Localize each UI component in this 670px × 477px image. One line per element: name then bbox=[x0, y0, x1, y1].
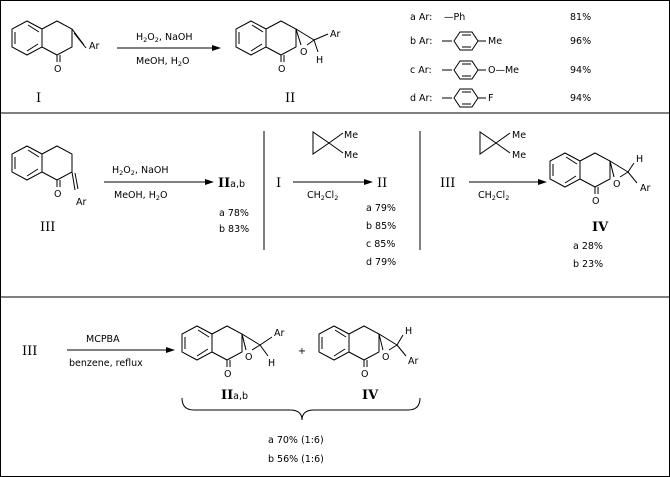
aryl-table: a Ar: —Ph 81% b Ar: Me 96% c Ar: O—Me 94… bbox=[410, 12, 591, 108]
aryl-yield: 94% bbox=[570, 93, 591, 104]
reagent-top: MCPBA bbox=[86, 334, 120, 345]
compound-label-IIab: IIa,b bbox=[221, 388, 248, 403]
yield-a: a 78% bbox=[219, 208, 249, 219]
yield-a: a 70% (1:6) bbox=[268, 435, 324, 446]
aryl-label: Ar bbox=[89, 41, 99, 52]
aryl-label: Ar bbox=[274, 328, 284, 339]
yield-a: a 79% bbox=[366, 203, 396, 214]
aryl-label: Ar bbox=[330, 29, 340, 40]
aryl-key: c Ar: bbox=[410, 65, 432, 76]
reaction-1: O Ar I H2O2, NaOH MeOH, H2O O O Ar H II bbox=[11, 20, 340, 106]
ketone-oxygen: O bbox=[54, 189, 61, 200]
arrow-head bbox=[364, 179, 373, 185]
molecule-I: O Ar I bbox=[11, 20, 99, 106]
reagent-top: H2O2, NaOH bbox=[136, 32, 193, 44]
compound-label-IV: IV bbox=[362, 388, 379, 403]
aryl-label: Ar bbox=[640, 183, 650, 194]
hydrogen-label: H bbox=[636, 154, 643, 165]
reaction-2: O Ar III H2O2, NaOH MeOH, H2O IIa,b a 78… bbox=[11, 145, 249, 235]
compound-label-III: III bbox=[440, 176, 455, 191]
epoxide-oxygen: O bbox=[245, 352, 252, 363]
molecule-II: O O Ar H II bbox=[235, 20, 340, 106]
aryl-label: Ar bbox=[408, 356, 418, 367]
epoxide-oxygen: O bbox=[613, 179, 620, 190]
arrow-head bbox=[205, 179, 214, 185]
epoxide-oxygen: O bbox=[300, 47, 307, 58]
molecule-IV: O O H Ar IV bbox=[549, 152, 650, 235]
reaction-5: III MCPBA benzene, reflux O O Ar H IIa,b… bbox=[22, 325, 421, 465]
reagent-bottom: benzene, reflux bbox=[69, 358, 143, 369]
plus-sign: + bbox=[298, 346, 306, 357]
ketone-oxygen: O bbox=[592, 196, 599, 207]
aryl-row-c: c Ar: O—Me 94% bbox=[410, 60, 591, 80]
yield-d: d 79% bbox=[366, 257, 396, 268]
ketone-oxygen: O bbox=[54, 64, 61, 75]
epoxide-oxygen: O bbox=[382, 352, 389, 363]
compound-label-I: I bbox=[36, 91, 41, 106]
aryl-yield: 96% bbox=[570, 36, 591, 47]
ketone-oxygen: O bbox=[361, 369, 368, 380]
aryl-row-b: b Ar: Me 96% bbox=[410, 31, 591, 51]
ring-substituent: F bbox=[488, 93, 493, 104]
aryl-key: a Ar: bbox=[410, 12, 432, 23]
reagent-top: H2O2, NaOH bbox=[112, 165, 169, 177]
yield-a: a 28% bbox=[573, 241, 603, 252]
arrow-head bbox=[166, 347, 175, 353]
ring-substituent: Me bbox=[488, 36, 502, 47]
solvent: CH2Cl2 bbox=[307, 190, 338, 202]
yield-b: b 83% bbox=[219, 224, 249, 235]
methyl-label: Me bbox=[344, 150, 358, 161]
aryl-row-a: a Ar: —Ph 81% bbox=[410, 12, 591, 23]
hydrogen-label: H bbox=[316, 55, 323, 66]
compound-label-III: III bbox=[22, 344, 37, 359]
methyl-label: Me bbox=[512, 130, 526, 141]
aryl-row-d: d Ar: F 94% bbox=[410, 88, 591, 108]
aryl-key: d Ar: bbox=[410, 93, 433, 104]
aryl-group: —Ph bbox=[444, 12, 465, 23]
reagent-bottom: MeOH, H2O bbox=[136, 56, 189, 68]
yield-b: b 56% (1:6) bbox=[268, 454, 324, 465]
hydrogen-label: H bbox=[268, 358, 275, 369]
molecule-IV: O O H Ar IV bbox=[318, 325, 418, 403]
yield-b: b 85% bbox=[366, 221, 396, 232]
ketone-oxygen: O bbox=[278, 64, 285, 75]
methyl-label: Me bbox=[344, 130, 358, 141]
product-label: IIa,b bbox=[218, 176, 245, 191]
aryl-label: Ar bbox=[76, 197, 86, 208]
compound-label-IV: IV bbox=[592, 220, 609, 235]
compound-label-I: I bbox=[276, 176, 281, 191]
reaction-3: I Me Me CH2Cl2 II a 79% b 85% c 85% d 79… bbox=[276, 130, 396, 268]
methyl-label: Me bbox=[512, 150, 526, 161]
solvent: CH2Cl2 bbox=[478, 190, 509, 202]
aryl-key: b Ar: bbox=[410, 36, 433, 47]
yield-b: b 23% bbox=[573, 259, 603, 270]
product-label: II bbox=[377, 176, 387, 191]
yield-c: c 85% bbox=[366, 239, 395, 250]
brace bbox=[181, 397, 421, 421]
molecule-IIab: O O Ar H IIa,b bbox=[181, 325, 284, 403]
reaction-4: III Me Me CH2Cl2 O O H Ar IV a 28% b 23% bbox=[440, 130, 650, 270]
ketone-oxygen: O bbox=[224, 369, 231, 380]
hydrogen-label: H bbox=[405, 326, 412, 337]
reagent-bottom: MeOH, H2O bbox=[114, 190, 167, 202]
compound-label-III: III bbox=[40, 220, 55, 235]
ring-substituent: O—Me bbox=[488, 65, 519, 76]
aryl-yield: 81% bbox=[570, 12, 591, 23]
arrow-head bbox=[538, 179, 547, 185]
arrow-head bbox=[212, 45, 221, 51]
aryl-yield: 94% bbox=[570, 65, 591, 76]
compound-label-II: II bbox=[285, 91, 295, 106]
molecule-III: O Ar III bbox=[11, 145, 86, 235]
